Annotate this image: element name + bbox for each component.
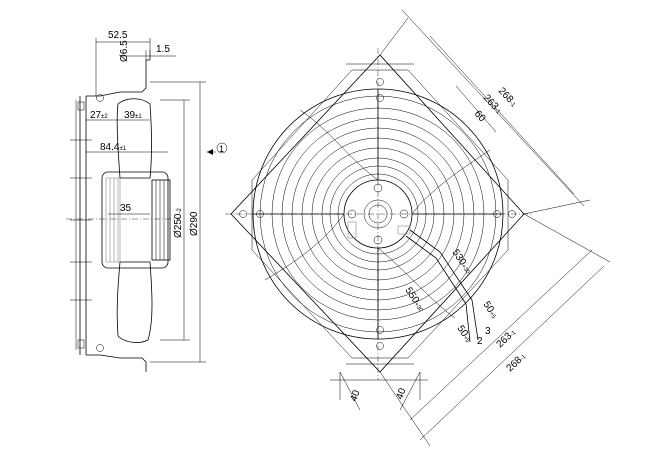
view-marker: 1 <box>207 142 228 155</box>
dim-d6-5: Ø6.5 <box>119 40 130 62</box>
front-dims-40 <box>330 371 428 411</box>
cable <box>409 229 479 341</box>
svg-text:1: 1 <box>219 144 224 154</box>
dim-35: 35 <box>120 203 132 214</box>
dim-d250: Ø250-2 <box>173 208 184 238</box>
side-blade <box>116 98 153 343</box>
side-bracket <box>70 50 151 372</box>
front-view: 268-1 263-1 60 530+30 550+30 50+5 50+5 2… <box>225 9 611 447</box>
dim-40-right: 40 <box>394 386 408 401</box>
dim-40-left: 40 <box>348 388 362 403</box>
side-motor <box>101 171 171 269</box>
dim-268-bottom: 268-1 <box>505 351 529 375</box>
dim-27: 27±2 <box>90 110 108 121</box>
dim-52-5: 52.5 <box>108 30 128 41</box>
front-dims-bottom <box>379 213 611 447</box>
dim-263-bottom: 263-1 <box>495 327 519 351</box>
dim-d290: Ø290 <box>189 211 200 236</box>
dim-50-a: 50+5 <box>481 300 501 322</box>
dim-1-5: 1.5 <box>156 44 170 55</box>
label-3: 3 <box>485 326 491 337</box>
front-dims-top <box>379 9 591 215</box>
label-2: 2 <box>477 336 483 347</box>
dim-84-4: 84.4±1 <box>100 142 127 153</box>
dim-50-b: 50+5 <box>455 324 475 346</box>
dim-550: 550+30 <box>403 286 428 315</box>
side-view: 52.5 Ø6.5 1.5 27±2 39±1 84.4±1 35 Ø250-2… <box>66 30 228 372</box>
dim-268-top: 268-1 <box>496 86 520 110</box>
side-dimensions <box>86 38 206 363</box>
dim-39: 39±1 <box>124 110 142 121</box>
mounting-plate <box>230 54 525 373</box>
dim-60: 60 <box>472 109 488 125</box>
